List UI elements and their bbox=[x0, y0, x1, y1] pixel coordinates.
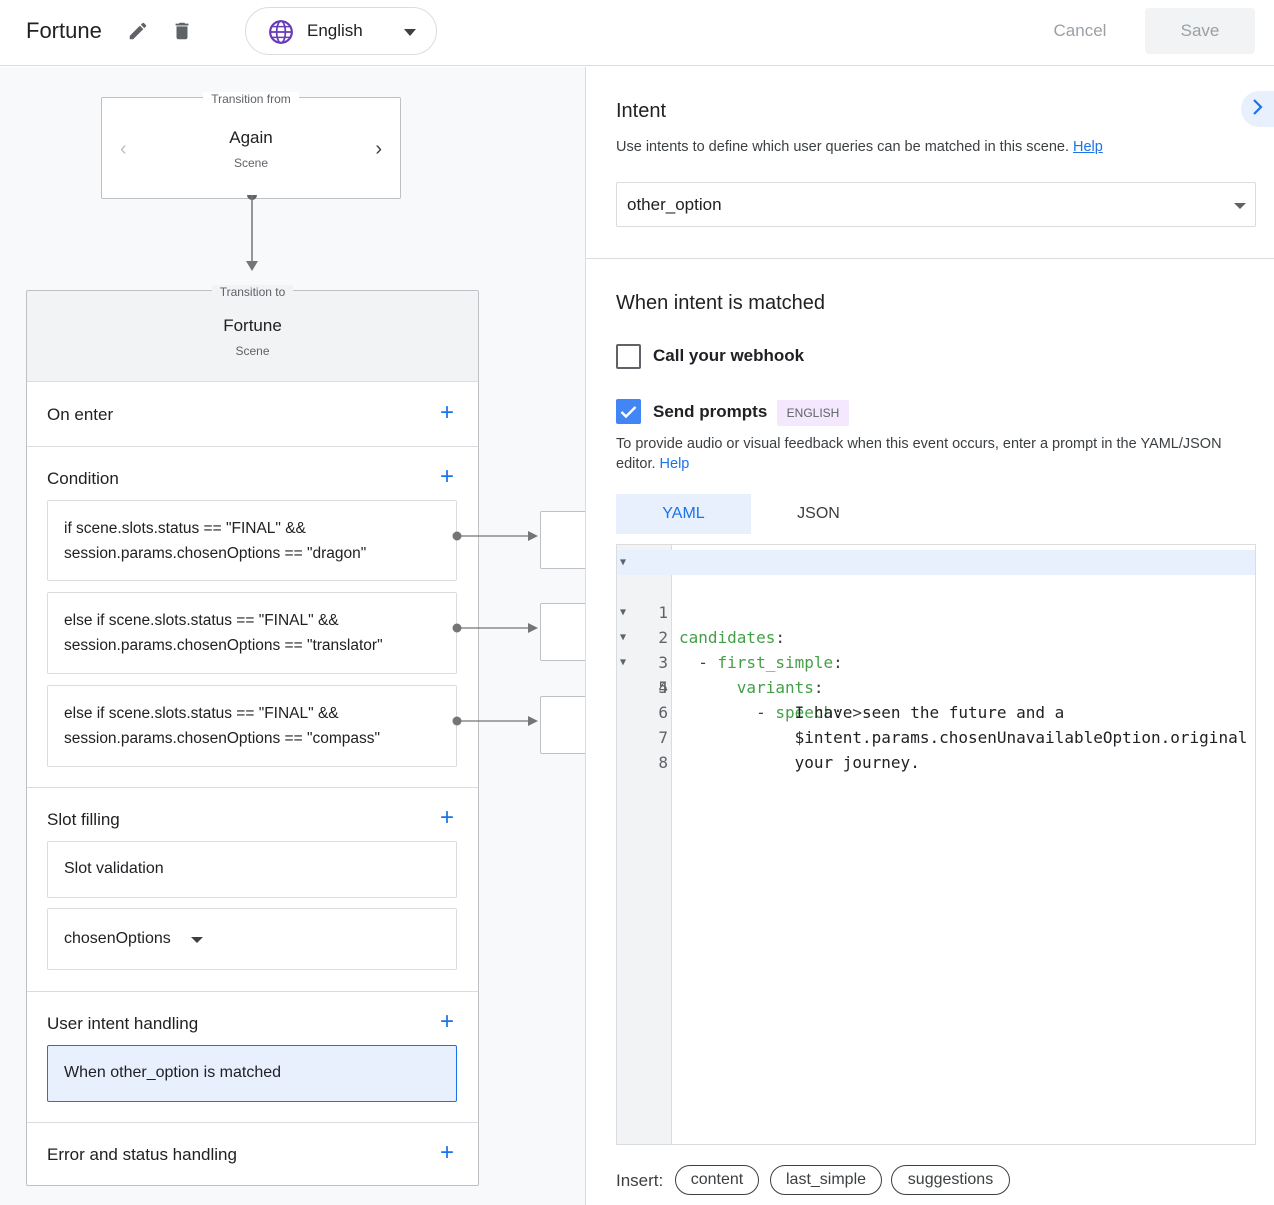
intent-description: Use intents to define which user queries… bbox=[616, 139, 1103, 155]
from-scene-type: Scene bbox=[233, 156, 269, 170]
chevron-left-icon: ‹ bbox=[120, 138, 127, 160]
divider bbox=[27, 787, 478, 788]
to-scene-name: Fortune bbox=[223, 316, 282, 335]
intent-panel: Intent Use intents to define which user … bbox=[585, 67, 1274, 1205]
transition-connector bbox=[246, 195, 258, 271]
matched-title: When intent is matched bbox=[616, 292, 825, 314]
delete-icon[interactable] bbox=[168, 17, 196, 45]
transition-to-card: Transition to Fortune Scene On enter + C… bbox=[26, 285, 479, 1186]
condition-arrow bbox=[452, 531, 538, 541]
on-enter-label: On enter bbox=[47, 405, 114, 424]
user-intent-handling-label: User intent handling bbox=[47, 1014, 199, 1033]
help-link[interactable]: Help bbox=[1073, 139, 1103, 155]
insert-chip-last-simple[interactable]: last_simple bbox=[770, 1165, 882, 1195]
editor-gutter bbox=[617, 545, 672, 1144]
chevron-down-icon bbox=[1234, 203, 1246, 209]
transition-from-legend: Transition from bbox=[203, 92, 299, 106]
add-error-plus-icon[interactable]: + bbox=[439, 1139, 454, 1166]
cancel-button[interactable]: Cancel bbox=[1053, 21, 1107, 40]
editor-line: 5 I have seen the future and a bbox=[658, 678, 1065, 722]
to-scene-type: Scene bbox=[235, 344, 270, 358]
edit-icon[interactable] bbox=[124, 17, 152, 45]
prompt-description: To provide audio or visual feedback when… bbox=[616, 436, 1222, 472]
editor-line: ▼ 3 variants: bbox=[617, 600, 1255, 697]
intent-select-value: other_option bbox=[627, 195, 722, 214]
transition-from-card[interactable]: Transition from ‹ Again Scene › bbox=[101, 92, 401, 199]
intent-select[interactable]: other_option bbox=[616, 182, 1256, 227]
webhook-checkbox[interactable] bbox=[616, 344, 641, 369]
language-select[interactable]: English bbox=[245, 7, 437, 55]
check-icon bbox=[620, 405, 637, 418]
condition-arrow bbox=[452, 623, 538, 633]
add-condition-plus-icon[interactable]: + bbox=[439, 463, 454, 490]
editor-line: ▼ 4 - speech: >- bbox=[617, 625, 1255, 722]
condition-item[interactable]: else if scene.slots.status == "FINAL" &&… bbox=[47, 592, 457, 674]
transition-to-legend: Transition to bbox=[211, 285, 294, 299]
editor-line: 6 $intent.params.chosenUnavailableOption… bbox=[658, 703, 1248, 747]
send-prompts-checkbox[interactable] bbox=[616, 399, 641, 424]
divider bbox=[27, 1122, 478, 1123]
insert-label: Insert: bbox=[616, 1171, 664, 1190]
chevron-right-icon bbox=[1251, 98, 1265, 121]
add-on-enter-plus-icon[interactable]: + bbox=[439, 399, 454, 426]
scene-canvas: Transition from ‹ Again Scene › Transiti… bbox=[0, 67, 585, 1205]
condition-target-box[interactable] bbox=[540, 603, 585, 661]
slot-validation-item[interactable]: Slot validation bbox=[47, 841, 457, 898]
send-prompts-label: Send prompts bbox=[653, 402, 768, 421]
tab-json[interactable]: JSON bbox=[797, 505, 840, 522]
from-scene-name: Again bbox=[229, 128, 273, 147]
collapse-panel-button[interactable] bbox=[1241, 91, 1274, 127]
chevron-right-icon[interactable]: › bbox=[375, 138, 382, 160]
condition-target-box[interactable] bbox=[540, 696, 585, 754]
editor-line: 7 your journey. bbox=[658, 728, 920, 772]
scene-title: Fortune bbox=[26, 18, 102, 43]
fold-arrow-icon[interactable]: ▼ bbox=[620, 557, 627, 568]
transition-to-header[interactable]: Transition to Fortune Scene bbox=[27, 285, 478, 382]
insert-chip-content[interactable]: content bbox=[675, 1165, 759, 1195]
slot-item[interactable]: chosenOptions bbox=[47, 908, 457, 970]
condition-target-box[interactable] bbox=[540, 511, 585, 569]
globe-icon bbox=[268, 19, 294, 50]
help-link[interactable]: Help bbox=[659, 456, 690, 472]
intent-title: Intent bbox=[616, 100, 667, 122]
divider bbox=[27, 991, 478, 992]
condition-arrow bbox=[452, 716, 538, 726]
divider bbox=[27, 446, 478, 447]
fold-arrow-icon[interactable]: ▼ bbox=[620, 657, 627, 668]
add-slot-plus-icon[interactable]: + bbox=[439, 804, 454, 831]
chevron-down-icon[interactable] bbox=[191, 937, 203, 943]
webhook-label: Call your webhook bbox=[653, 346, 805, 365]
intent-handler-item[interactable]: When other_option is matched bbox=[47, 1045, 457, 1102]
editor-line: ▼ 1 candidates: bbox=[617, 550, 1255, 647]
top-bar: Fortune English Cancel Save bbox=[0, 0, 1274, 66]
yaml-editor[interactable]: ▼ 1 candidates: ▼ 2 - first_simple: ▼ 3 … bbox=[616, 544, 1256, 1145]
divider bbox=[586, 258, 1274, 259]
tab-yaml[interactable]: YAML bbox=[616, 494, 751, 534]
language-chip: ENGLISH bbox=[777, 400, 849, 426]
slot-filling-label: Slot filling bbox=[47, 810, 120, 829]
insert-chip-suggestions[interactable]: suggestions bbox=[891, 1165, 1010, 1195]
editor-line: ▼ 2 - first_simple: bbox=[617, 575, 1255, 672]
editor-line: 8 bbox=[658, 753, 668, 772]
condition-label: Condition bbox=[47, 469, 119, 488]
condition-item[interactable]: if scene.slots.status == "FINAL" && sess… bbox=[47, 500, 457, 581]
fold-arrow-icon[interactable]: ▼ bbox=[620, 607, 627, 618]
language-label: English bbox=[307, 21, 363, 40]
fold-arrow-icon[interactable]: ▼ bbox=[620, 632, 627, 643]
condition-item[interactable]: else if scene.slots.status == "FINAL" &&… bbox=[47, 685, 457, 767]
slot-name: chosenOptions bbox=[64, 930, 171, 947]
dropdown-caret-icon bbox=[404, 29, 416, 36]
error-status-label: Error and status handling bbox=[47, 1145, 237, 1164]
save-button[interactable]: Save bbox=[1145, 8, 1255, 54]
add-intent-plus-icon[interactable]: + bbox=[439, 1008, 454, 1035]
